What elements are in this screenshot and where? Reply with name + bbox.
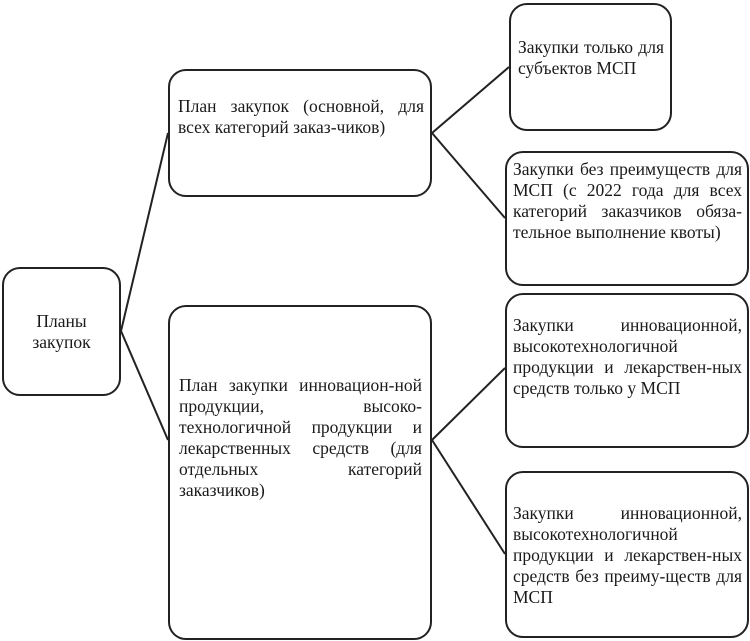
root-node-label: Планы закупок — [32, 310, 91, 352]
purchase-node-no-preferences: Закупки без преимуществ для МСП (с 2022 … — [505, 151, 749, 286]
connector-root-plan-2 — [120, 330, 169, 441]
connector-root-plan-1 — [120, 132, 169, 332]
connector-plan-1-purchase-1 — [431, 66, 510, 134]
plan-node-innovative: План закупки инновацион-ной продукции, в… — [168, 305, 432, 640]
purchase-node-no-preferences-label: Закупки без преимуществ для МСП (с 2022 … — [513, 159, 742, 242]
purchase-node-innovative-no-preferences-label: Закупки инновационной, высокотехнологичн… — [513, 503, 742, 607]
plan-node-main: План закупок (основной, для всех категор… — [168, 69, 432, 197]
purchase-node-innovative-msp-only: Закупки инновационной, высокотехнологичн… — [505, 293, 749, 448]
purchase-node-msp-only: Закупки только для субъектов МСП — [509, 3, 672, 131]
purchase-node-msp-only-label: Закупки только для субъектов МСП — [518, 37, 664, 78]
connector-plan-2-purchase-3 — [431, 367, 506, 441]
connector-plan-2-purchase-4 — [431, 439, 506, 555]
plan-node-main-label: План закупок (основной, для всех категор… — [178, 96, 424, 137]
purchase-node-innovative-msp-only-label: Закупки инновационной, высокотехнологичн… — [513, 315, 742, 398]
connector-plan-1-purchase-2 — [431, 132, 506, 219]
root-node-box: Планы закупок — [2, 267, 121, 396]
purchase-node-innovative-no-preferences: Закупки инновационной, высокотехнологичн… — [505, 471, 749, 638]
plan-node-innovative-label: План закупки инновацион-ной продукции, в… — [179, 375, 422, 500]
